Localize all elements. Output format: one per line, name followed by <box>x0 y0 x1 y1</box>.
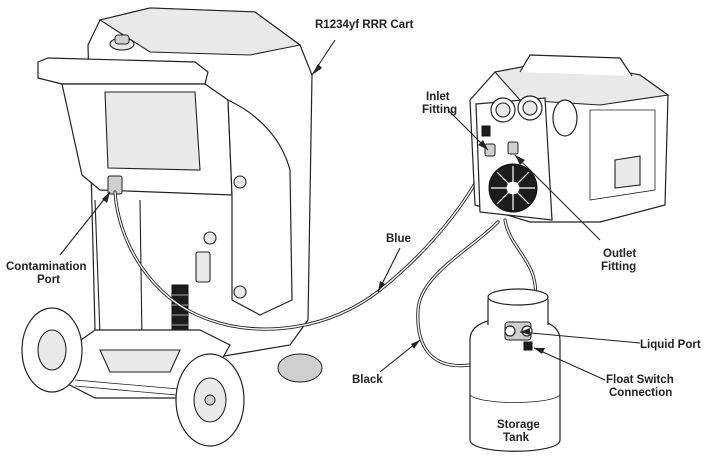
label-outlet-line1: Outlet <box>603 248 636 260</box>
cart-frame-mid <box>139 199 143 341</box>
cart-side-panel <box>227 99 293 316</box>
cart-rear-wheel <box>277 353 323 383</box>
cart-top-cap-knob <box>114 34 130 45</box>
cart-leader-arrowhead <box>312 64 322 75</box>
recovery-unit-side-panel <box>589 109 656 201</box>
storage-tank <box>469 288 561 452</box>
label-blue: Blue <box>386 233 411 245</box>
label-liquid-port: Liquid Port <box>640 339 701 351</box>
label-contamination-line2: Port <box>37 274 60 286</box>
label-float-line1: Float Switch <box>606 374 674 386</box>
side-port-plate <box>195 251 211 283</box>
rrr-cart <box>21 7 323 447</box>
recovery-unit-handle <box>519 54 633 77</box>
recovery-unit-side-dial <box>552 99 578 137</box>
liquid-port-knob <box>504 325 516 337</box>
label-contamination-line1: Contamination <box>6 261 87 273</box>
outlet-fitting <box>507 141 519 155</box>
labels: R1234yf RRR Cart Inlet Fitting Outlet Fi… <box>6 19 701 444</box>
tank-body <box>469 317 561 452</box>
label-tank-line1: Storage <box>497 419 540 431</box>
label-black: Black <box>352 374 383 386</box>
label-tank-line2: Tank <box>503 432 530 444</box>
float-switch-leader <box>533 347 606 381</box>
side-fitting <box>203 231 217 245</box>
label-float-line2: Connection <box>609 387 672 399</box>
cart-base-well <box>99 349 181 373</box>
label-cart: R1234yf RRR Cart <box>315 19 414 31</box>
inlet-fitting <box>484 143 496 157</box>
outlet-leader <box>514 154 601 241</box>
side-knob-top <box>233 175 247 189</box>
liquid-port-leader <box>519 331 641 344</box>
leader-lines <box>59 39 641 381</box>
cart-lid <box>98 7 302 56</box>
float-switch-connector <box>523 341 533 351</box>
contamination-leader <box>59 191 111 256</box>
cart-display-window <box>104 91 201 171</box>
cart-frame-left <box>94 199 101 336</box>
side-knob-bottom <box>233 285 247 299</box>
power-switch <box>481 125 491 137</box>
label-inlet-line1: Inlet <box>426 91 450 103</box>
recovery-unit <box>469 54 670 223</box>
cart-handle <box>37 57 209 85</box>
label-inlet-line2: Fitting <box>422 104 457 116</box>
tank-seam <box>469 394 561 403</box>
label-outlet-line2: Fitting <box>601 261 636 273</box>
